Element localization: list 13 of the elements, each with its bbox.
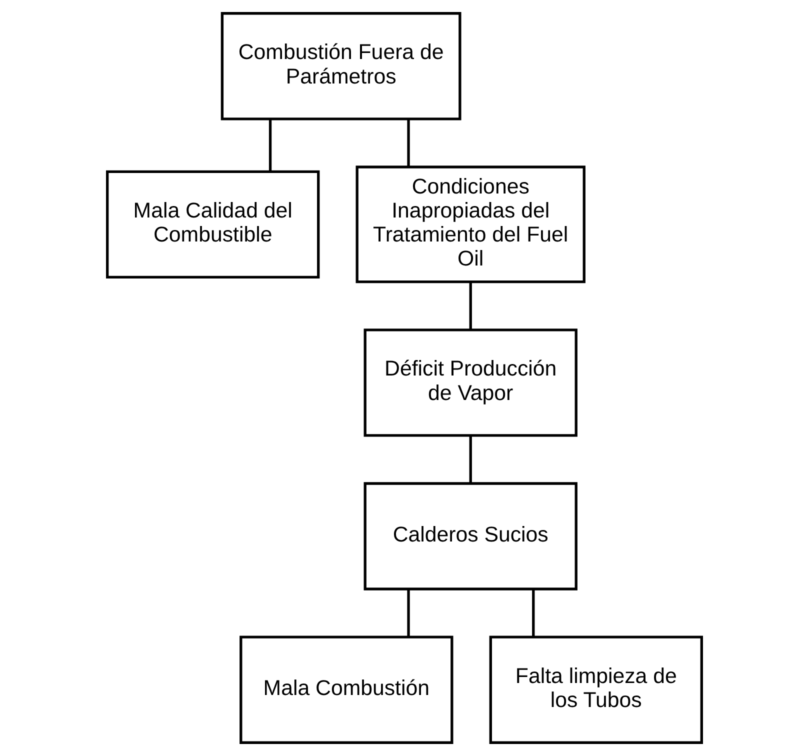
- connector: [469, 282, 472, 330]
- node-box: Déficit Producción de Vapor: [364, 328, 578, 437]
- connector: [407, 119, 410, 167]
- node-box: Falta limpieza de los Tubos: [489, 636, 703, 744]
- node-box: Combustión Fuera de Parámetros: [220, 12, 462, 120]
- node-box: Mala Combustión: [240, 636, 454, 744]
- connector: [407, 589, 410, 637]
- node-box: Calderos Sucios: [364, 482, 578, 590]
- connector: [268, 119, 272, 172]
- connector: [532, 589, 535, 637]
- node-box: Condiciones Inapropiadas del Tratamiento del Fuel Oil: [356, 166, 586, 284]
- connector: [469, 436, 472, 484]
- node-box: Mala Calidad del Combustible: [106, 170, 320, 278]
